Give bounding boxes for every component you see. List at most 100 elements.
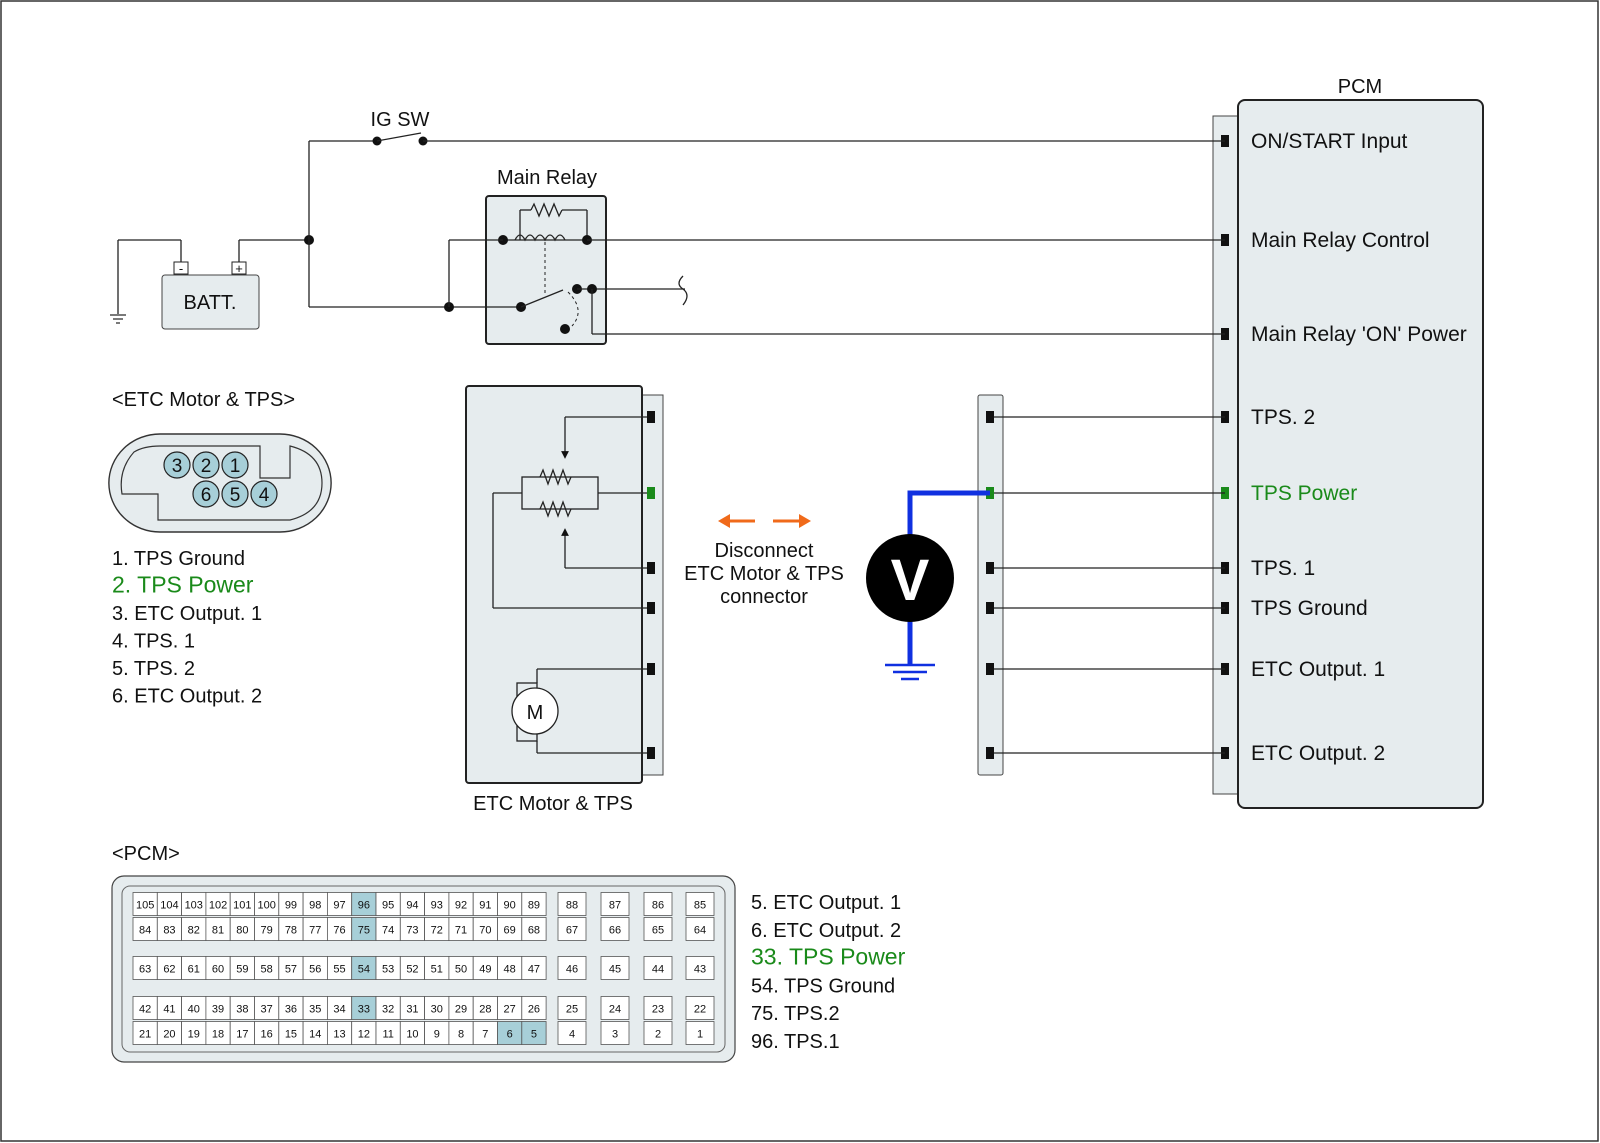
pcm-connector-pin-number: 81 <box>212 925 224 937</box>
pcm-connector-pin-number: 78 <box>285 925 297 937</box>
pcm-connector-pin-number: 7 <box>482 1029 488 1041</box>
pcm-connector-pin-number: 96 <box>358 900 370 912</box>
voltmeter: V <box>866 490 990 681</box>
pcm-terminal-label: Main Relay Control <box>1251 229 1430 252</box>
pcm-connector-pin-number: 68 <box>528 925 540 937</box>
pcm-connector-pin <box>685 892 715 916</box>
pcm-connector-pin-number: 103 <box>185 900 203 912</box>
pcm-connector-pin-number: 11 <box>382 1029 393 1041</box>
pcm-connector-pin-number: 9 <box>434 1029 440 1041</box>
pcm-connector-pin <box>521 917 547 941</box>
pcm-connector-strip <box>1212 115 1242 795</box>
pcm-pin-legend-item: 75. TPS.2 <box>751 1003 840 1025</box>
pcm-connector-pin-number: 65 <box>652 925 664 937</box>
pcm-connector-pin <box>643 956 673 980</box>
pcm-connector-pin-number: 10 <box>406 1029 418 1041</box>
etc-face-pin-number: 1 <box>230 456 241 477</box>
etc-face-pin-number: 3 <box>172 456 183 477</box>
pcm-connector-pin-number: 66 <box>609 925 621 937</box>
etc-strip-pin <box>647 487 655 499</box>
pcm-connector-pin-number: 101 <box>233 900 251 912</box>
pcm-connector-pin-number: 18 <box>212 1029 224 1041</box>
pcm-connector-pin-number: 59 <box>236 964 248 976</box>
pcm-connector-pin-number: 92 <box>455 900 467 912</box>
battery-plus: + <box>235 261 243 276</box>
pcm-connector-pin-number: 84 <box>139 925 151 937</box>
pcm-connector-pin <box>600 1021 630 1045</box>
etc-motor-tps-module: ETC Motor & TPS M <box>465 385 664 815</box>
pcm-connector-pin-number: 75 <box>358 925 370 937</box>
etc-strip-pin <box>647 602 655 614</box>
pcm-connector-pin <box>557 1021 587 1045</box>
pcm-connector-pin <box>600 917 630 941</box>
battery-label: BATT. <box>184 292 237 314</box>
voltmeter-probe-wire <box>907 490 990 535</box>
pcm-connector-pin <box>685 956 715 980</box>
pcm-connector-pin-number: 27 <box>504 1004 516 1016</box>
harness-connector <box>977 394 1225 776</box>
pcm-connector-pin-number: 50 <box>455 964 467 976</box>
pcm-connector-pin-number: 83 <box>163 925 175 937</box>
pcm-connector-pin-number: 74 <box>382 925 394 937</box>
pcm-connector-pin-number: 72 <box>431 925 443 937</box>
pcm-connector-pin-number: 64 <box>694 925 706 937</box>
pcm-connector-pin-number: 54 <box>358 964 370 976</box>
disconnect-line-1: Disconnect <box>715 540 814 562</box>
pcm-connector-title: <PCM> <box>112 843 180 865</box>
etc-block-caption: ETC Motor & TPS <box>473 793 633 815</box>
pcm-connector-pin <box>685 996 715 1020</box>
pcm-connector-pin-number: 8 <box>458 1029 464 1041</box>
pcm-connector-pin-number: 105 <box>136 900 154 912</box>
pcm-connector-pin-number: 77 <box>309 925 321 937</box>
pcm-connector-pin-number: 43 <box>694 964 706 976</box>
harness-connector-pin <box>986 663 994 675</box>
pcm-pin-legend-item: 5. ETC Output. 1 <box>751 892 901 914</box>
pcm-connector-pin-number: 85 <box>694 900 706 912</box>
pcm-connector-pin-number: 39 <box>212 1004 224 1016</box>
pcm-connector-pin-number: 62 <box>163 964 175 976</box>
etc-motor <box>511 687 559 735</box>
pcm-connector-pin <box>643 917 673 941</box>
motor-symbol: M <box>527 702 544 724</box>
pcm-connector-pin-number: 91 <box>479 900 491 912</box>
pcm-connector-pin <box>521 1021 547 1045</box>
pcm-connector-pin-number: 49 <box>479 964 491 976</box>
pcm-connector-pin-number: 97 <box>333 900 345 912</box>
pcm-connector-pin-number: 80 <box>236 925 248 937</box>
pcm-connector-pin-number: 104 <box>160 900 178 912</box>
pcm-connector-pin <box>557 996 587 1020</box>
pcm-connector-pin-number: 58 <box>261 964 273 976</box>
harness-connector-strip <box>977 394 1004 776</box>
pcm-connector-pin-number: 67 <box>566 925 578 937</box>
pcm-connector-pin-number: 32 <box>382 1004 394 1016</box>
ground-symbol <box>110 314 126 324</box>
disconnect-line-3: connector <box>720 586 808 608</box>
pcm-connector-pin-number: 6 <box>507 1029 513 1041</box>
pcm-connector-pin-number: 19 <box>188 1029 200 1041</box>
pcm-connector-pin-number: 12 <box>358 1029 370 1041</box>
pcm-pin-legend-item: 54. TPS Ground <box>751 975 895 997</box>
pcm-connector-pin <box>600 892 630 916</box>
pcm-terminal-label: ETC Output. 1 <box>1251 658 1385 681</box>
pcm-title: PCM <box>1338 76 1382 98</box>
pcm-connector-pin-number: 31 <box>406 1004 418 1016</box>
pcm-connector-pin-number: 60 <box>212 964 224 976</box>
etc-pin-list-item: 6. ETC Output. 2 <box>112 686 262 708</box>
pcm-connector-pin <box>643 996 673 1020</box>
etc-face-pin <box>163 451 191 479</box>
etc-strip-pin <box>647 411 655 423</box>
pcm-connector-pin-number: 87 <box>609 900 621 912</box>
etc-connector-title: <ETC Motor & TPS> <box>112 389 295 411</box>
pcm-connector-pin-number: 71 <box>455 925 467 937</box>
pcm-connector-pin <box>685 917 715 941</box>
pcm-connector-pin-number: 21 <box>139 1029 151 1041</box>
pcm-connector-pin-number: 56 <box>309 964 321 976</box>
pcm-connector-pin-number: 15 <box>285 1029 297 1041</box>
pcm-body <box>1237 99 1484 809</box>
pcm-connector-pin-number: 52 <box>406 964 418 976</box>
pcm-connector-pin-number: 17 <box>236 1029 248 1041</box>
voltmeter-ground-symbol <box>885 663 935 681</box>
pcm-connector-pin-number: 61 <box>188 964 200 976</box>
